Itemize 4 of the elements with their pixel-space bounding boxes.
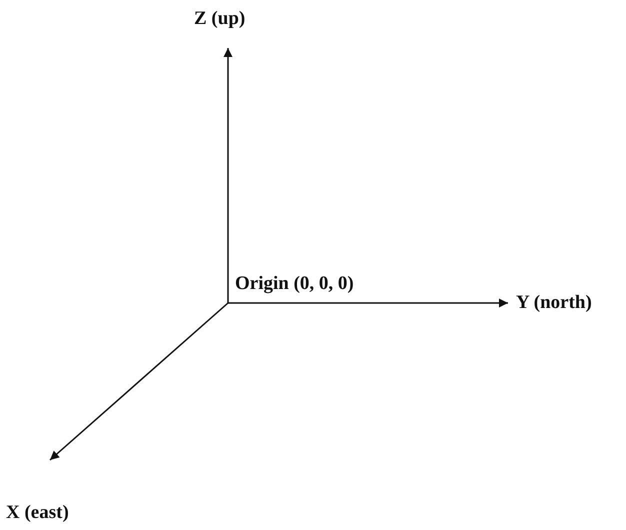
axis-label: Y (north): [516, 292, 592, 314]
origin-label: Origin (0, 0, 0): [235, 273, 354, 295]
axis-label: Z (up): [194, 8, 246, 30]
axis-label: X (east): [6, 502, 69, 524]
